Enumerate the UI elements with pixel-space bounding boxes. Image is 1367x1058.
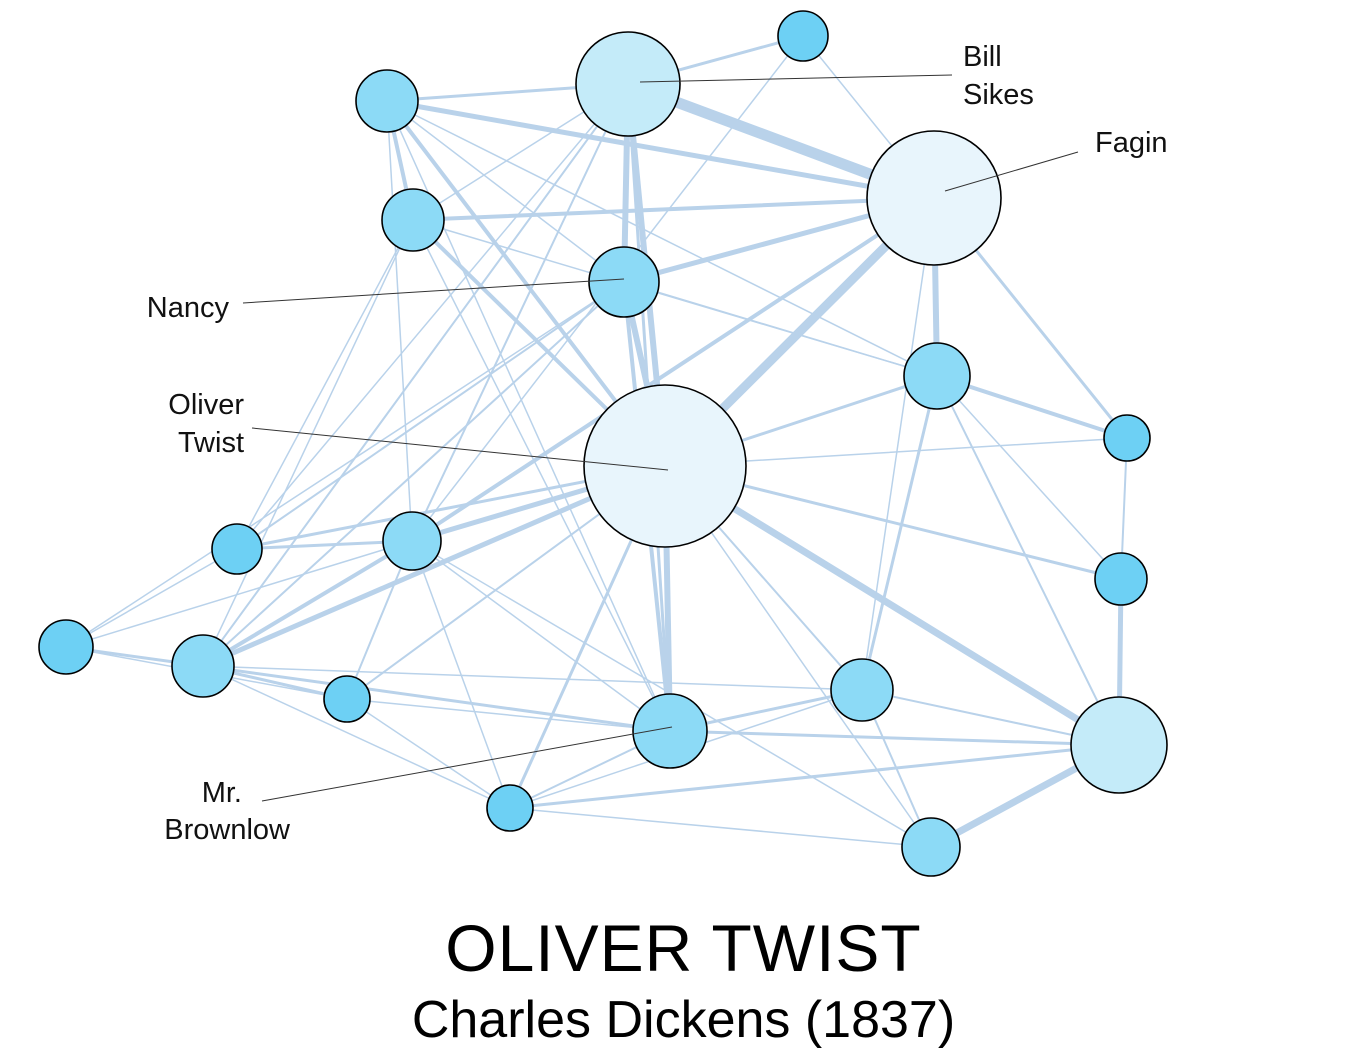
edge-n-top-left-nancy: [386, 100, 625, 283]
node-n-far-right-1: [1103, 414, 1151, 462]
node-n-top-left: [355, 69, 419, 133]
oliver-twist-leader: [251, 427, 669, 471]
edge-fagin-n-center-lower: [861, 197, 935, 691]
bill-sikes-leader: [639, 74, 953, 83]
node-fagin: [866, 130, 1002, 266]
node-n-center-lower: [830, 658, 894, 722]
edge-n-far-left-n-left-mid-1: [65, 548, 238, 648]
node-n-small-lower: [323, 675, 371, 723]
node-bill-sikes: [575, 31, 681, 137]
edge-n-left-lower-mr-brownlow: [201, 664, 672, 733]
edge-n-left-lower-bill-sikes: [202, 83, 629, 667]
node-nancy: [588, 246, 660, 318]
edge-n-far-left-n-left-mid-2: [65, 540, 413, 648]
node-n-left-mid-1: [211, 523, 263, 575]
edge-n-right-mid-n-far-right-2: [936, 375, 1122, 580]
node-n-bottom-small: [486, 784, 534, 832]
edge-nancy-n-right-mid: [623, 281, 938, 377]
nodes-layer: [38, 10, 1168, 877]
edge-n-left-lower-n-bottom-small: [202, 665, 511, 809]
edge-n-left-mid-2-n-bottom-small: [411, 540, 511, 809]
labels-layer: Bill Sikes Fagin Nancy Oliver Twist Mr. …: [147, 41, 1168, 846]
edge-bill-sikes-n-left-mid-1: [236, 83, 629, 550]
mr-brownlow-leader: [261, 726, 673, 802]
mr-brownlow-label-line1: Mr.: [202, 777, 242, 809]
fagin-label: Fagin: [1095, 127, 1168, 159]
fagin-leader: [944, 151, 1079, 192]
node-mr-brownlow: [632, 693, 708, 769]
edge-n-left-lower-n-center-lower: [202, 665, 863, 691]
edge-n-left-mid-2-bill-sikes: [411, 83, 629, 542]
diagram-subtitle: Charles Dickens (1837): [411, 991, 956, 1049]
edge-n-bottom-small-n-bottom-right: [509, 807, 932, 848]
node-n-bottom-right: [901, 817, 961, 877]
edge-n-left-mid-2-mr-brownlow: [411, 540, 671, 732]
node-n-right-mid: [903, 342, 971, 410]
edge-n-left-upper-mr-brownlow: [412, 219, 671, 732]
node-n-left-lower: [171, 634, 235, 698]
character-network: Bill Sikes Fagin Nancy Oliver Twist Mr. …: [38, 10, 1168, 877]
edge-n-right-mid-n-center-lower: [860, 374, 939, 692]
nancy-label: Nancy: [147, 292, 230, 324]
edge-mr-brownlow-n-bottom-right-large: [668, 729, 1121, 747]
bill-sikes-label-line2: Sikes: [963, 79, 1034, 111]
node-n-far-left: [38, 619, 94, 675]
edge-n-left-lower-nancy: [202, 281, 625, 667]
edge-n-left-mid-1-nancy: [236, 281, 625, 550]
oliver-twist-label-line2: Twist: [178, 427, 244, 459]
mr-brownlow-label-line2: Brownlow: [164, 814, 291, 846]
edge-n-right-mid-n-bottom-right-large: [936, 375, 1120, 746]
edge-n-left-mid-2-fagin: [410, 196, 936, 543]
edge-n-small-lower-mr-brownlow: [346, 698, 671, 732]
edge-oliver-twist-n-left-lower: [200, 463, 668, 669]
bill-sikes-label-line1: Bill: [963, 41, 1002, 73]
edge-n-top-left-fagin: [384, 98, 937, 201]
edge-n-left-mid-2-n-left-lower: [201, 539, 414, 668]
edge-n-bottom-small-n-bottom-right-large: [508, 743, 1121, 810]
edge-n-small-lower-n-bottom-small: [346, 698, 511, 809]
edge-n-left-upper-n-left-mid-1: [236, 219, 414, 550]
edge-n-top-left-n-right-mid: [386, 100, 938, 377]
node-n-far-right-2: [1094, 552, 1148, 606]
diagram-title: OLIVER TWIST: [445, 911, 922, 985]
node-n-left-mid-2: [382, 511, 442, 571]
node-n-bottom-right-large: [1070, 696, 1168, 794]
node-n-left-upper: [381, 188, 445, 252]
edge-oliver-twist-n-bottom-right-large: [661, 462, 1123, 749]
oliver-twist-label-line1: Oliver: [168, 389, 244, 421]
edge-n-far-left-nancy: [65, 281, 625, 648]
node-n-top-right-small: [777, 10, 829, 62]
nancy-leader: [242, 278, 625, 304]
edge-n-left-upper-fagin: [411, 196, 936, 222]
edge-n-top-left-n-left-mid-2: [386, 100, 413, 542]
node-oliver-twist: [583, 384, 747, 548]
